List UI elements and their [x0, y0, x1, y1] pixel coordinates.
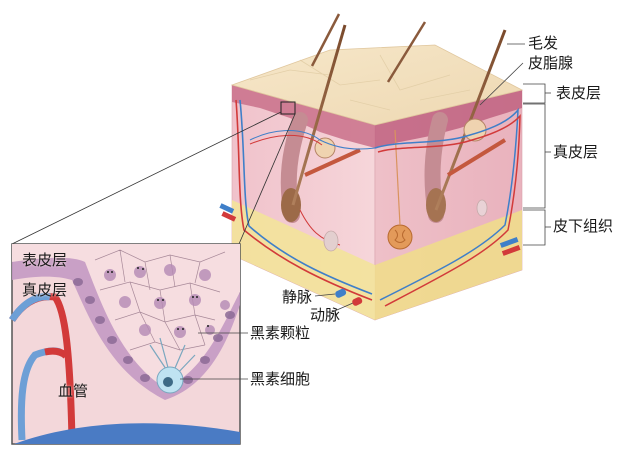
- label-sebaceous-gland: 皮脂腺: [528, 54, 574, 72]
- label-vein: 静脉: [282, 288, 313, 306]
- artery-icon: [352, 297, 363, 306]
- label-dermis: 真皮层: [553, 143, 599, 161]
- skin-block: [219, 13, 524, 321]
- inset-label-dermis: 真皮层: [22, 281, 68, 299]
- label-hair: 毛发: [528, 34, 559, 52]
- label-melanin-granules: 黑素颗粒: [250, 324, 311, 342]
- label-artery: 动脉: [310, 306, 341, 324]
- inset-detail: [9, 243, 241, 445]
- inset-label-blood-vessel: 血管: [58, 382, 89, 400]
- label-melanocyte: 黑素细胞: [250, 370, 311, 388]
- leader-lines: [180, 43, 551, 380]
- callout-line: [238, 113, 296, 245]
- inset-label-epidermis: 表皮层: [22, 251, 68, 269]
- label-epidermis: 表皮层: [556, 84, 602, 102]
- vein-icon: [335, 288, 347, 298]
- callout-line: [11, 111, 282, 245]
- label-subcutaneous: 皮下组织: [553, 217, 614, 235]
